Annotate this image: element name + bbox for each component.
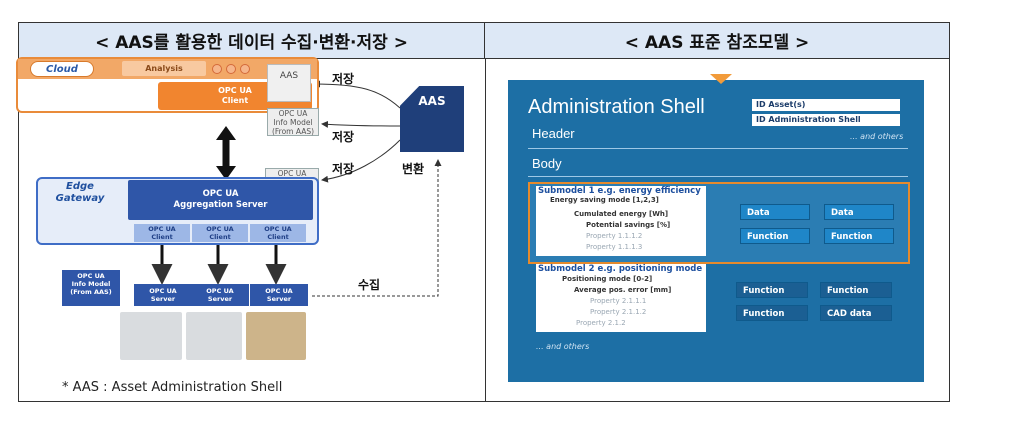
left-header: < AAS를 활용한 데이터 수집·변환·저장 > xyxy=(19,23,485,59)
submodel-2-title: Submodel 2 e.g. positioning mode xyxy=(538,264,703,274)
edge-client-2: OPC UA Client xyxy=(192,224,248,242)
sm1-prop: Energy saving mode [1,2,3] xyxy=(550,196,659,204)
sm2-function-button-2: Function xyxy=(820,282,892,298)
sm1-data-button-1: Data xyxy=(740,204,810,220)
sm1-function-button-1: Function xyxy=(740,228,810,244)
device-info-model: OPC UA Info Model (From AAS) xyxy=(62,270,120,306)
analysis-box: Analysis xyxy=(122,61,206,76)
submodel-2-card xyxy=(536,264,706,332)
store-label-2: 저장 xyxy=(332,130,355,144)
edge-gateway-label: Edge Gateway xyxy=(55,181,105,204)
opc-server-3: OPC UA Server xyxy=(250,284,308,306)
header-divider xyxy=(528,148,908,149)
panel-notch xyxy=(710,74,732,84)
cloud-label: Cloud xyxy=(30,61,94,77)
sm1-prop: Potential savings [%] xyxy=(586,221,671,229)
edge-client-1: OPC UA Client xyxy=(134,224,190,242)
body-others: ... and others xyxy=(536,342,590,351)
header-others: ... and others xyxy=(850,132,904,141)
sm2-function-button-1: Function xyxy=(736,282,808,298)
sm1-data-button-2: Data xyxy=(824,204,894,220)
sm2-prop: Property 2.1.2 xyxy=(576,319,626,327)
aggregation-server: OPC UA Aggregation Server xyxy=(128,180,313,220)
id-shell-box: ID Administration Shell xyxy=(752,114,900,126)
sm2-prop: Property 2.1.1.1 xyxy=(590,297,647,305)
sm1-function-button-2: Function xyxy=(824,228,894,244)
figure-frame: < AAS를 활용한 데이터 수집·변환·저장 > < AAS 표준 참조모델 … xyxy=(18,22,950,402)
machine-image-1 xyxy=(120,312,182,360)
edge-client-3: OPC UA Client xyxy=(250,224,306,242)
analysis-dot xyxy=(212,64,222,74)
sm1-prop: Property 1.1.1.3 xyxy=(586,243,643,251)
opc-server-2: OPC UA Server xyxy=(191,284,249,306)
body-divider xyxy=(528,176,908,177)
sm2-function-button-3: Function xyxy=(736,305,808,321)
sm2-prop: Property 2.1.1.2 xyxy=(590,308,647,316)
collect-label: 수집 xyxy=(358,278,381,292)
sm2-prop: Average pos. error [mm] xyxy=(574,286,672,294)
admin-shell-title: Administration Shell xyxy=(528,96,705,118)
convert-label: 변환 xyxy=(402,162,425,176)
analysis-dot xyxy=(240,64,250,74)
info-model-cloud: OPC UA Info Model (From AAS) xyxy=(267,108,319,136)
sm1-prop: Property 1.1.1.2 xyxy=(586,232,643,240)
opc-server-1: OPC UA Server xyxy=(134,284,192,306)
sm2-prop: Positioning mode [0-2] xyxy=(562,275,653,283)
header-label: Header xyxy=(532,126,575,141)
id-asset-box: ID Asset(s) xyxy=(752,99,900,111)
store-label-3: 저장 xyxy=(332,162,355,176)
body-label: Body xyxy=(532,156,562,171)
sm2-cad-data-button: CAD data xyxy=(820,305,892,321)
center-divider xyxy=(485,59,486,401)
machine-image-3 xyxy=(246,312,306,360)
store-label-1: 저장 xyxy=(332,72,355,86)
submodel-1-card xyxy=(536,186,706,256)
machine-image-2 xyxy=(186,312,242,360)
sm1-prop: Cumulated energy [Wh] xyxy=(574,210,669,218)
submodel-1-title: Submodel 1 e.g. energy efficiency xyxy=(538,186,701,196)
right-header: < AAS 표준 참조모델 > xyxy=(485,23,949,59)
footnote: * AAS : Asset Administration Shell xyxy=(62,380,283,395)
analysis-dot xyxy=(226,64,236,74)
aas-small-box: AAS xyxy=(267,64,311,102)
aas-shell-icon: AAS xyxy=(400,86,464,152)
